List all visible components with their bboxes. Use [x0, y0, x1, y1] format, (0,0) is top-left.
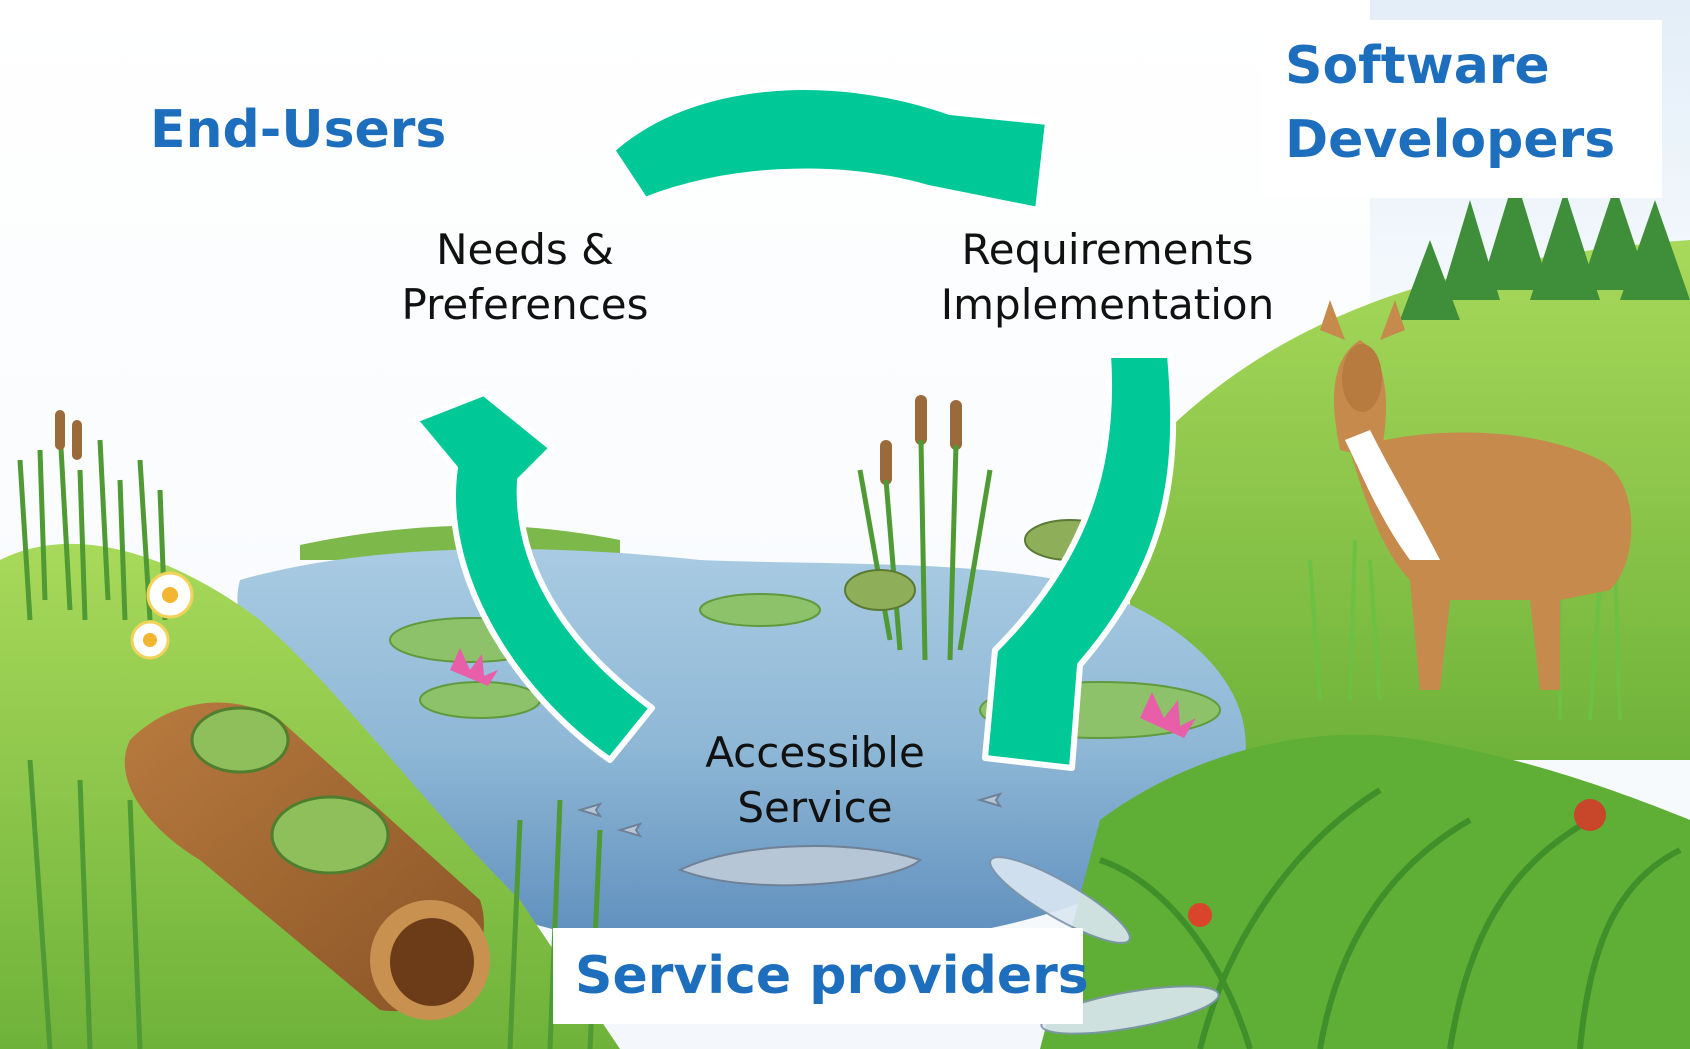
accessible-line-1: Accessible	[705, 728, 925, 777]
requirements-line-2: Implementation	[940, 280, 1275, 330]
service-providers-label: Service providers	[575, 946, 1089, 1006]
center-reeds	[857, 439, 993, 661]
cattails	[55, 395, 962, 485]
pine-trees	[1400, 175, 1690, 320]
ferns	[1099, 787, 1682, 1049]
right-bank	[1040, 734, 1690, 1049]
daisies	[130, 571, 194, 660]
requirements-implementation-label: Requirements Implementation	[925, 222, 1290, 333]
end-users-label: End-Users	[150, 100, 447, 160]
accessible-service-label: Accessible Service	[680, 725, 950, 836]
software-developers-box	[1262, 20, 1662, 198]
software-developers-line-1: Software	[1285, 36, 1550, 96]
needs-line-2: Preferences	[401, 280, 649, 330]
needs-line-1: Needs &	[436, 225, 614, 274]
software-developers-line-2: Developers	[1285, 109, 1616, 170]
deer	[1320, 300, 1632, 690]
software-developers-label: Software Developers	[1285, 30, 1615, 178]
arrow-service-to-needs	[412, 390, 655, 763]
cycle-arrows	[412, 84, 1177, 771]
ladybugs	[1188, 799, 1606, 927]
requirements-line-1: Requirements	[961, 225, 1254, 274]
arrow-needs-to-requirements	[609, 84, 1051, 213]
fish	[576, 792, 1003, 887]
needs-preferences-label: Needs & Preferences	[365, 222, 685, 333]
turtles	[190, 706, 390, 875]
accessible-line-2: Service	[737, 783, 893, 833]
service-providers-box	[553, 928, 1083, 1024]
water-lilies	[450, 648, 1196, 738]
dragonfly	[989, 856, 1220, 1035]
arrow-requirements-to-service	[982, 352, 1177, 771]
